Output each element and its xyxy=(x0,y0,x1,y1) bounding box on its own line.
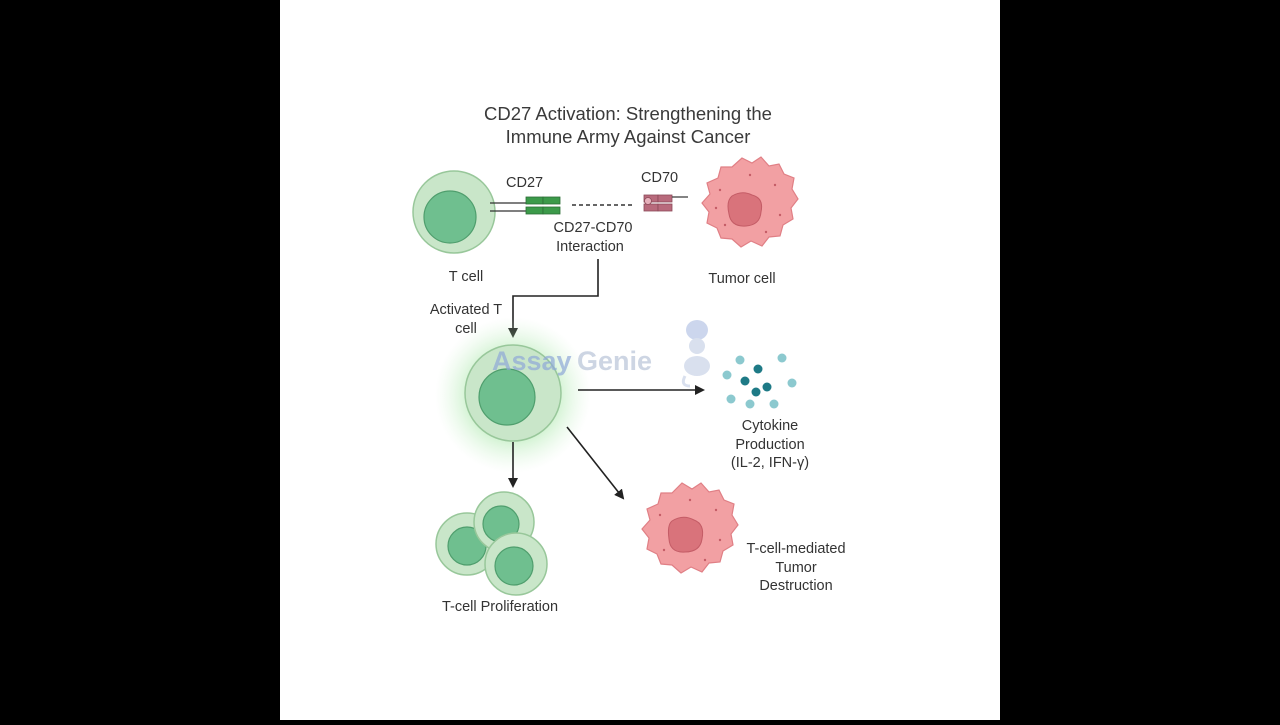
activated-label-line-1: Activated T xyxy=(430,302,502,318)
cd70-ligand-icon xyxy=(643,194,688,212)
tumor-cell xyxy=(701,156,799,248)
assaygenie-watermark: Assay Genie xyxy=(492,320,710,388)
cd27-label: CD27 xyxy=(506,175,543,191)
destruction-label-line-1: T-cell-mediated xyxy=(746,541,845,557)
proliferation-label: T-cell Proliferation xyxy=(442,599,558,615)
cytokine-label-line-1: Cytokine xyxy=(742,418,798,434)
cd27-receptor-icon xyxy=(490,196,561,215)
cytokine-label-line-2: Production xyxy=(735,437,804,453)
activated-t-cell xyxy=(435,317,591,473)
activation-arrow xyxy=(508,259,599,338)
destruction-label-line-2: Tumor xyxy=(775,560,817,576)
destruction-label-line-3: Destruction xyxy=(759,578,832,594)
proliferating-t-cells xyxy=(435,491,548,596)
interaction-label-line-2: Interaction xyxy=(556,239,624,255)
t-cell-label: T cell xyxy=(449,269,483,285)
diagram-title-line-1: CD27 Activation: Strengthening the xyxy=(484,103,772,124)
destroyed-tumor-cell xyxy=(641,482,739,574)
t-cell xyxy=(412,170,496,254)
destruction-arrow xyxy=(566,426,625,500)
tumor-cell-label: Tumor cell xyxy=(708,271,775,287)
cytokine-label-line-3: (IL-2, IFN-γ) xyxy=(731,455,809,471)
diagram-canvas: CD27 Activation: Strengthening the Immun… xyxy=(280,0,1000,720)
cd27-diagram: CD27 Activation: Strengthening the Immun… xyxy=(412,103,846,615)
watermark-assay: Assay xyxy=(492,346,572,376)
diagram-title-line-2: Immune Army Against Cancer xyxy=(506,126,751,147)
cytokine-particles xyxy=(722,353,797,409)
watermark-genie: Genie xyxy=(577,346,652,376)
genie-logo-icon xyxy=(681,320,710,388)
cd70-label: CD70 xyxy=(641,170,678,186)
interaction-label-line-1: CD27-CD70 xyxy=(554,220,633,236)
